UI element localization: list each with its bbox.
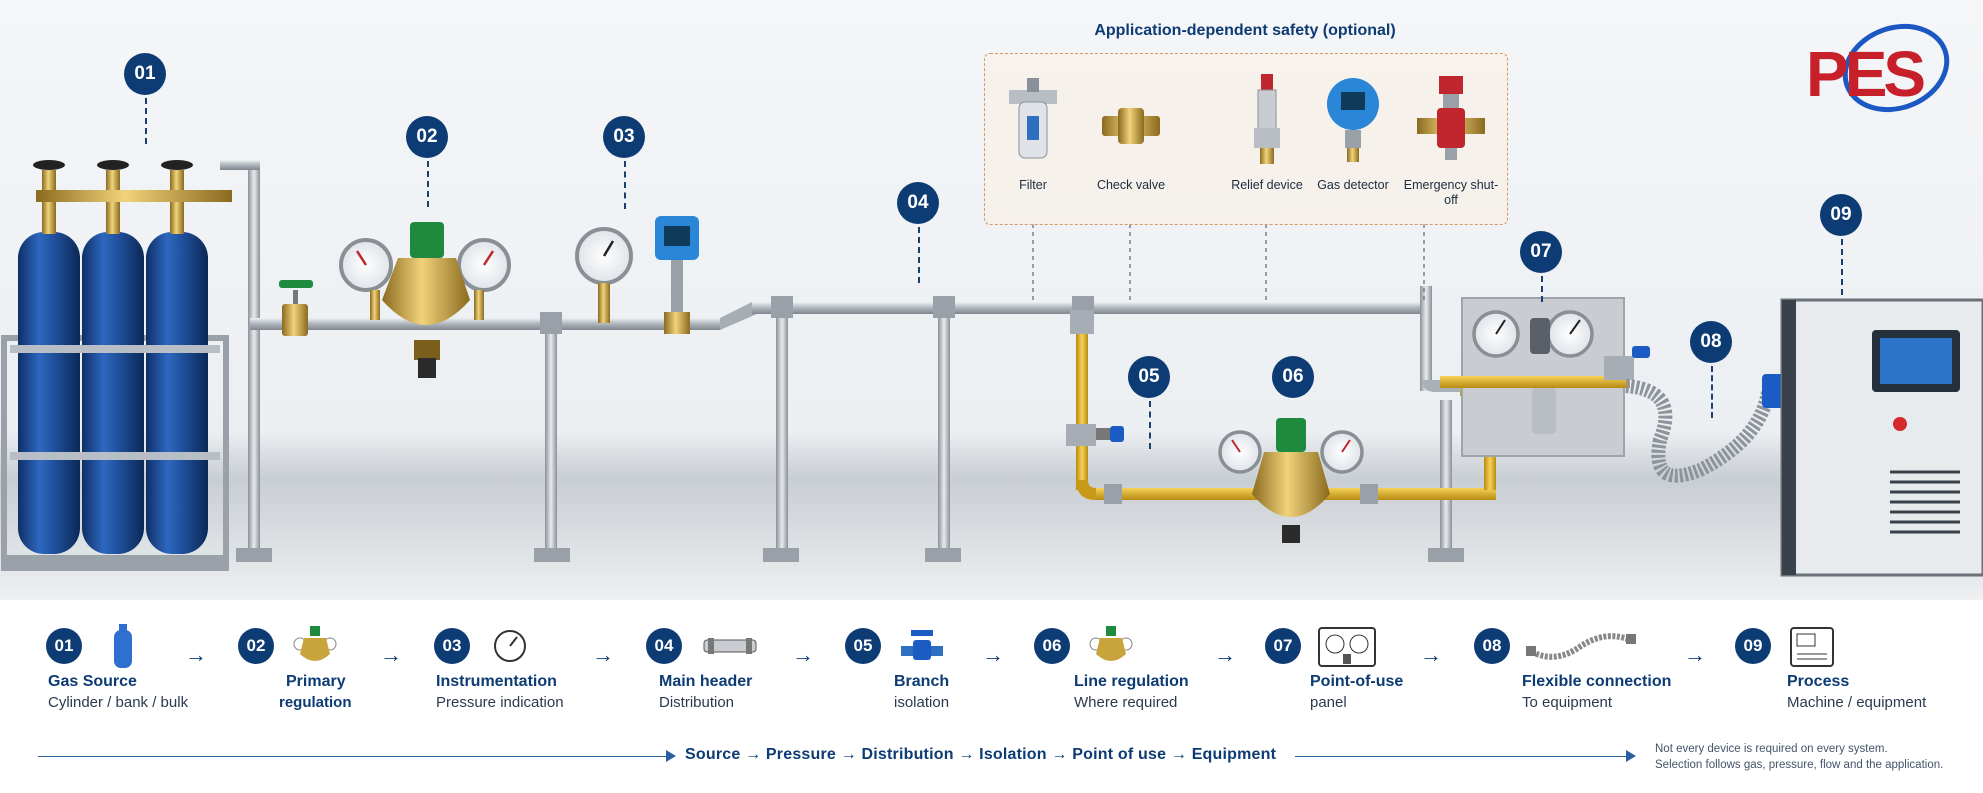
pipe-icon: [703, 638, 757, 654]
step-title: Main header: [659, 673, 753, 690]
process-machine: [1780, 298, 1983, 577]
step-title: Gas Source: [48, 673, 137, 690]
machine-icon: [1790, 627, 1834, 667]
safety-item-emergency-shutoff: Emergency shut-off: [1403, 72, 1499, 208]
gas-detector-icon: [1327, 78, 1379, 162]
step-subtitle: Machine / equipment: [1787, 694, 1927, 711]
process-legend: [0, 600, 1983, 793]
step-subtitle: isolation: [894, 694, 950, 711]
marker-line: [624, 161, 626, 209]
arrow-icon: →: [380, 642, 402, 667]
step-number: 02: [238, 628, 274, 664]
marker-line: [427, 161, 429, 207]
step-number: 05: [845, 628, 881, 664]
safety-title: Application-dependent safety (optional): [1094, 22, 1396, 39]
step-number: 06: [1034, 628, 1070, 664]
step-title: Branch: [894, 673, 950, 690]
step-number: 04: [646, 628, 682, 664]
instrumentation: [575, 216, 699, 334]
arrow-icon: →: [592, 642, 614, 667]
regulator-icon: [293, 626, 337, 661]
arrow-head-icon: [666, 750, 676, 762]
step-title: Process: [1787, 673, 1850, 690]
marker-line: [918, 227, 920, 283]
step-subtitle: Distribution: [659, 694, 735, 711]
footnote: Not every device is required on every sy…: [1655, 741, 1943, 773]
step-number: 08: [1474, 628, 1510, 664]
pes-logo: PES: [1806, 23, 1950, 113]
step-title: Primary: [286, 673, 346, 690]
step-subtitle: Where required: [1074, 694, 1178, 711]
footnote-line: Not every device is required on every sy…: [1655, 743, 1888, 755]
step-subtitle: Cylinder / bank / bulk: [48, 694, 189, 711]
safety-item-gas-detector: Gas detector: [1305, 72, 1401, 193]
step-number: 09: [1735, 628, 1771, 664]
flexible-hose: [1625, 379, 1775, 483]
marker-02: 02: [406, 116, 448, 158]
arrow-icon: →: [1684, 642, 1706, 667]
flow-line-left: [38, 756, 670, 757]
step-subtitle: regulation: [279, 694, 352, 711]
shutoff-valve-icon: [1417, 76, 1485, 160]
safety-item-label: Filter: [1019, 178, 1047, 192]
step-title: Instrumentation: [436, 673, 557, 690]
flexible-hose-icon: [1526, 633, 1636, 660]
safety-item-label: Relief device: [1231, 178, 1303, 192]
pipe-supports: [545, 314, 1452, 552]
step-number: 07: [1265, 628, 1301, 664]
step-title: Line regulation: [1074, 673, 1189, 690]
filter-icon: [1009, 78, 1057, 159]
safety-item-filter: Filter: [985, 72, 1081, 193]
marker-line: [145, 98, 147, 144]
marker-06: 06: [1272, 356, 1314, 398]
marker-line: [1841, 239, 1843, 295]
marker-09: 09: [1820, 194, 1862, 236]
arrow-icon: →: [185, 642, 207, 667]
relief-valve-icon: [1254, 74, 1280, 164]
step-number: 01: [46, 628, 82, 664]
gauge-panel-icon: [1318, 627, 1376, 667]
primary-regulator: [339, 222, 511, 378]
step-number: 03: [434, 628, 470, 664]
marker-line: [1149, 401, 1151, 449]
step-subtitle: To equipment: [1522, 694, 1613, 711]
arrow-icon: →: [982, 642, 1004, 667]
gas-cylinders: [10, 160, 232, 554]
installation-scene: 01 02 03 04 05 06 07 08 09 Application-d…: [0, 0, 1983, 600]
line-regulator: [1218, 418, 1364, 543]
step-title: Flexible connection: [1522, 673, 1672, 690]
step-subtitle: Pressure indication: [436, 694, 564, 711]
safety-box: Filter Check valve Relief device Gas det…: [984, 53, 1508, 225]
arrow-head-icon: [1626, 750, 1636, 762]
safety-item-relief-device: Relief device: [1219, 72, 1315, 193]
marker-line: [1711, 366, 1713, 418]
check-valve-icon: [1102, 108, 1160, 144]
marker-line: [1541, 276, 1543, 302]
ball-valve-icon: [901, 630, 943, 660]
safety-item-label: Gas detector: [1317, 178, 1389, 192]
point-of-use-panel: [1440, 297, 1650, 457]
marker-08: 08: [1690, 321, 1732, 363]
svg-text:PES: PES: [1806, 38, 1924, 110]
piping-illustration: [1, 160, 1983, 577]
safety-item-label: Check valve: [1096, 178, 1166, 192]
marker-07: 07: [1520, 231, 1562, 273]
safety-item-check-valve: Check valve: [1083, 72, 1179, 193]
safety-item-label: Emergency shut-off: [1403, 178, 1499, 207]
gas-cylinder-icon: [114, 624, 132, 668]
marker-04: 04: [897, 182, 939, 224]
step-title: Point-of-use: [1310, 673, 1404, 690]
arrow-icon: →: [1420, 642, 1442, 667]
marker-03: 03: [603, 116, 645, 158]
line-regulator-icon: [1089, 626, 1133, 661]
step-subtitle: panel: [1310, 694, 1347, 711]
footnote-line: Selection follows gas, pressure, flow an…: [1655, 759, 1944, 771]
pressure-gauge-icon: [494, 630, 526, 662]
marker-01: 01: [124, 53, 166, 95]
marker-05: 05: [1128, 356, 1170, 398]
flow-summary: Source → Pressure → Distribution → Isola…: [685, 746, 1277, 763]
arrow-icon: →: [792, 642, 814, 667]
arrow-icon: →: [1214, 642, 1236, 667]
flow-line-right: [1295, 756, 1630, 757]
